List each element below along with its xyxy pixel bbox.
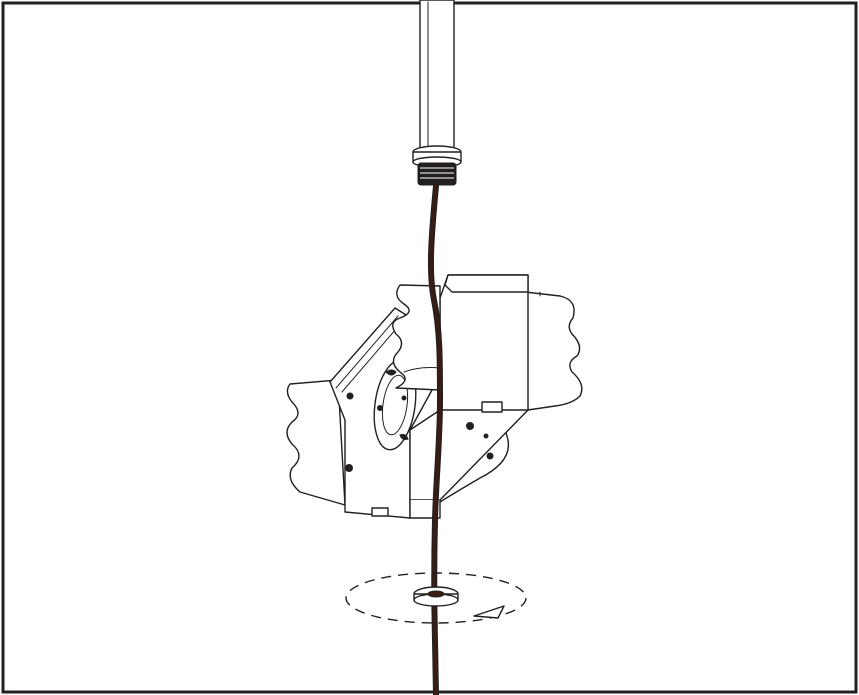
- lock-nut-icon: [413, 586, 459, 607]
- downrod-pipe-icon: [419, 0, 455, 151]
- threaded-fitting-icon: [412, 145, 462, 186]
- bracket-front-edge: [444, 274, 529, 293]
- power-cable-icon: [427, 183, 444, 695]
- rotation-arrow-icon: [345, 572, 527, 624]
- mounting-bracket-icon: [286, 274, 583, 519]
